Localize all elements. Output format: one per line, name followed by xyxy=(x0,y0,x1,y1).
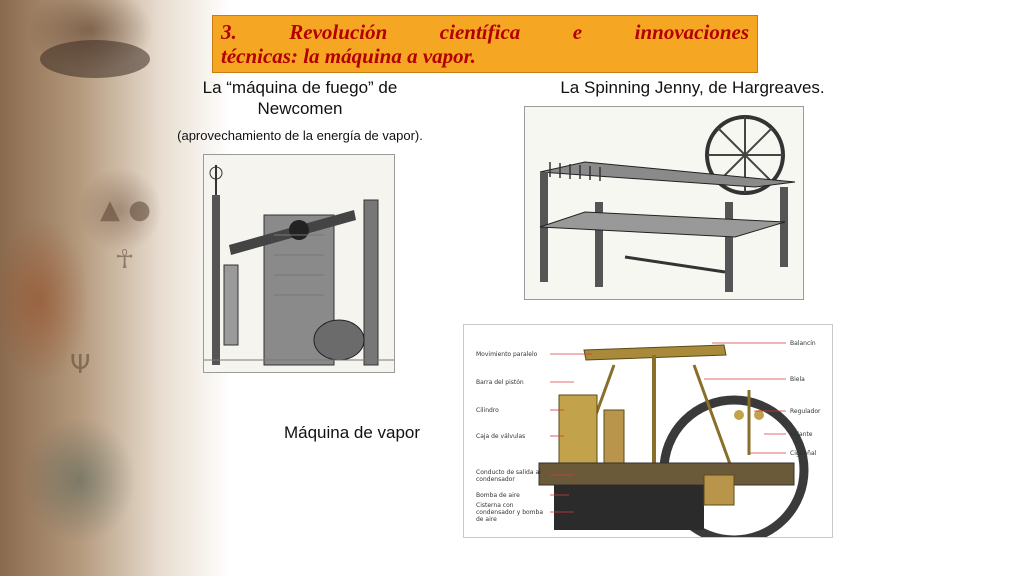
label-piston-rod: Barra del pistón xyxy=(476,379,524,386)
label-beam: Balancín xyxy=(790,340,816,347)
label-condenser-duct: Conducto de salida al condensador xyxy=(476,469,541,483)
label-parallel-motion: Movimiento paralelo xyxy=(476,351,538,358)
newcomen-caption-line-1: La “máquina de fuego” de xyxy=(202,78,398,97)
hieroglyph-decoration: Ψ xyxy=(70,350,91,380)
label-flywheel: Volante xyxy=(790,431,813,438)
hieroglyph-decoration: ▲ ● xyxy=(100,195,151,225)
slide-title-line-1: 3. Revolución científica e innovaciones xyxy=(221,20,749,44)
steam-engine-diagram: Movimiento paralelo Barra del pistón Cil… xyxy=(463,324,833,538)
newcomen-caption: La “máquina de fuego” de Newcomen xyxy=(170,77,430,119)
decorative-background-band: ▲ ● ☥ Ψ xyxy=(0,0,230,576)
label-cylinder: Cilindro xyxy=(476,407,499,414)
eye-artwork xyxy=(40,40,150,78)
newcomen-caption-line-2: Newcomen xyxy=(257,99,343,118)
label-connecting-rod: Biela xyxy=(790,376,805,383)
jenny-caption: La Spinning Jenny, de Hargreaves. xyxy=(560,78,825,97)
label-air-pump: Bomba de aire xyxy=(476,492,520,499)
label-valve-box: Caja de válvulas xyxy=(476,433,526,440)
slide-title-box: 3. Revolución científica e innovaciones … xyxy=(212,15,758,73)
slide-title-line-2: técnicas: la máquina a vapor. xyxy=(221,44,476,68)
newcomen-note: (aprovechamiento de la energía de vapor)… xyxy=(177,128,423,143)
spinning-jenny-illustration xyxy=(524,106,804,300)
label-crankshaft: Cigüeñal xyxy=(790,450,817,457)
steam-engine-caption: Máquina de vapor xyxy=(283,423,421,442)
label-governor: Regulador xyxy=(790,408,821,415)
hieroglyph-decoration: ☥ xyxy=(115,245,135,275)
label-cistern: Cisterna con condensador y bomba de aire xyxy=(476,502,543,523)
newcomen-engine-illustration xyxy=(203,154,395,373)
